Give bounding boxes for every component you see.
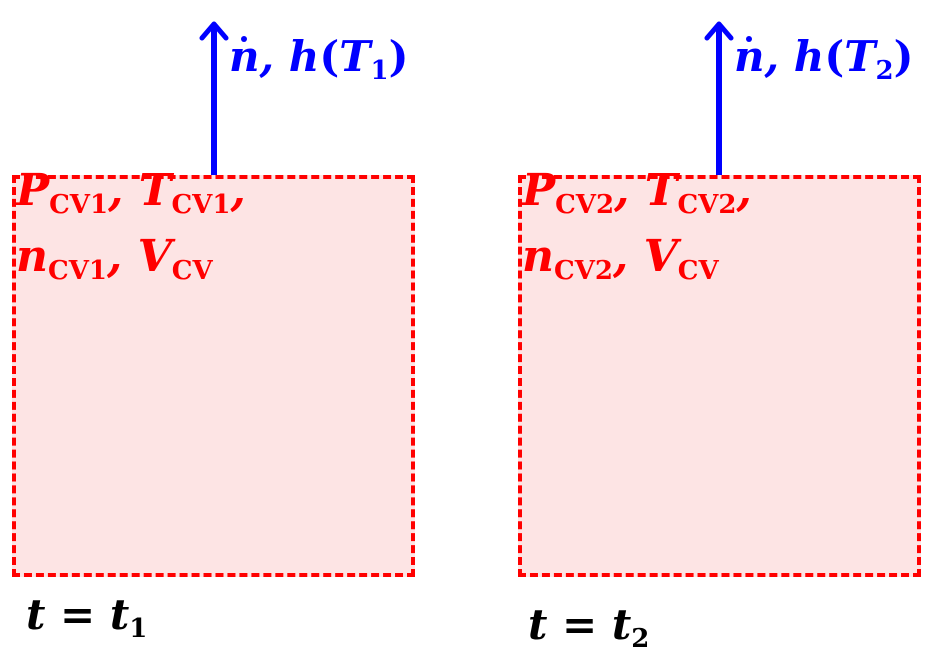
state-line-2: nCV2, VCV: [522, 231, 719, 286]
state-line-1: PCV1, TCV1,: [16, 165, 246, 220]
control-volume-state: PCV2, TCV2, nCV2, VCV: [522, 158, 752, 290]
molar-flow-symbol: n: [734, 32, 765, 81]
control-volume-box: [12, 175, 415, 577]
outflow-label: n, h(T1): [229, 32, 409, 86]
outflow-label: n, h(T2): [734, 32, 914, 86]
state-line-2: nCV1, VCV: [16, 231, 213, 286]
state-line-1: PCV2, TCV2,: [522, 165, 752, 220]
time-label: t = t1: [26, 590, 148, 644]
control-volume-state: PCV1, TCV1, nCV1, VCV: [16, 158, 246, 290]
time-label: t = t2: [528, 600, 650, 654]
outflow-arrow: [199, 21, 229, 178]
outflow-arrow: [704, 21, 734, 178]
molar-flow-symbol: n: [229, 32, 260, 81]
control-volume-box: [518, 175, 921, 577]
panel-time-1: n, h(T1) PCV1, TCV1, nCV1, VCV t = t1: [0, 0, 472, 648]
panel-time-2: n, h(T2) PCV2, TCV2, nCV2, VCV t = t2: [473, 0, 945, 654]
